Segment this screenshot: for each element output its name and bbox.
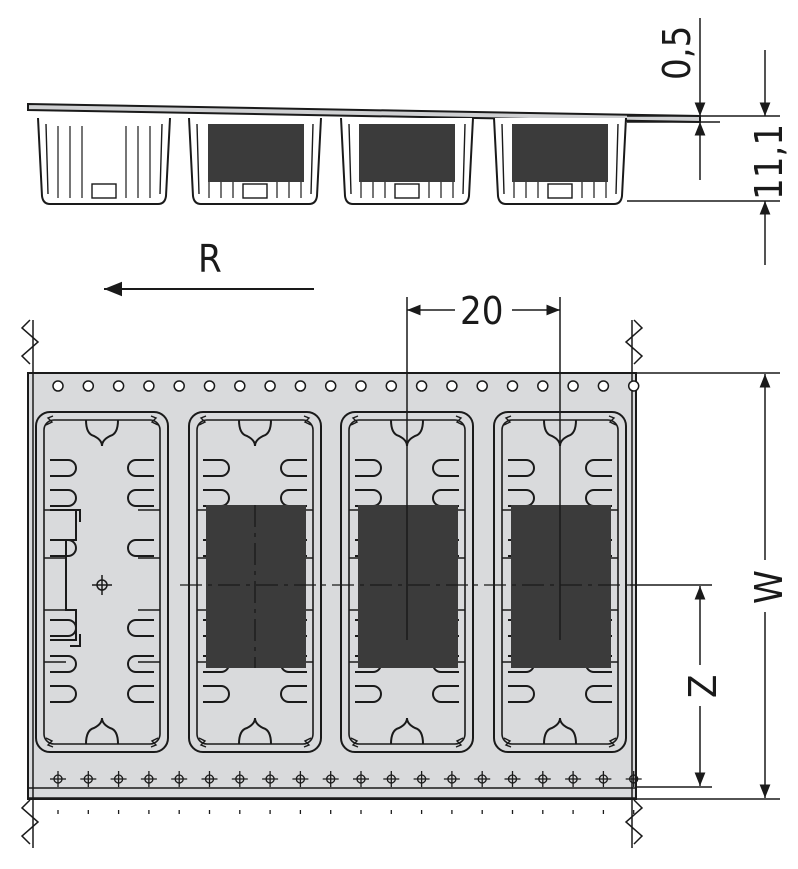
sprocket-hole [143, 380, 155, 392]
dim-tape-width: W [747, 570, 791, 604]
alignment-mark [262, 771, 279, 814]
alignment-mark [201, 771, 218, 814]
alignment-mark [565, 771, 582, 814]
sprocket-hole [385, 380, 398, 392]
component [511, 505, 611, 668]
sprocket-hole [506, 380, 519, 392]
sprocket-hole [203, 380, 216, 392]
direction-indicator: R [104, 237, 314, 297]
alignment-mark [534, 771, 551, 814]
side-components [208, 124, 608, 182]
alignment-mark [353, 771, 369, 814]
sprocket-hole [324, 380, 337, 392]
sprocket-hole [415, 380, 428, 392]
sprocket-hole [234, 380, 246, 392]
component [206, 505, 306, 668]
alignment-mark [595, 771, 612, 814]
side-view: 0,5 11,1 [27, 18, 791, 265]
alignment-mark [110, 771, 127, 814]
dim-cover-thickness: 0,5 [655, 26, 699, 80]
alignment-mark [413, 771, 430, 814]
alignment-mark [383, 771, 400, 814]
components [206, 505, 611, 668]
alignment-mark [50, 771, 66, 814]
alignment-mark [171, 771, 188, 814]
sprocket-hole [476, 380, 488, 392]
sprocket-hole [82, 380, 95, 392]
alignment-mark [504, 771, 521, 814]
center-mark [92, 575, 112, 595]
dim-pitch: 20 [460, 289, 504, 333]
alignment-mark [140, 771, 157, 814]
sprocket-holes [52, 380, 640, 392]
sprocket-hole [173, 380, 185, 392]
sprocket-hole [294, 380, 307, 392]
alignment-mark [474, 771, 491, 814]
alignment-mark [322, 771, 339, 814]
sprocket-hole [597, 380, 610, 392]
sprocket-hole [112, 380, 125, 392]
alignment-mark [231, 771, 248, 814]
alignment-mark [80, 771, 97, 814]
alignment-mark [443, 771, 460, 814]
bottom-marks [50, 771, 642, 814]
sprocket-hole [627, 380, 640, 392]
alignment-mark [625, 771, 642, 814]
sprocket-hole [264, 380, 276, 392]
component [358, 505, 458, 668]
direction-label: R [198, 237, 222, 281]
top-view: 20 W Z [20, 289, 791, 848]
sprocket-hole [446, 380, 458, 392]
sprocket-hole [537, 380, 549, 392]
sprocket-hole [567, 380, 579, 392]
sprocket-hole [355, 380, 367, 392]
sprocket-hole [52, 380, 64, 392]
dim-offset: Z [681, 675, 725, 698]
empty-pocket-detail [50, 509, 81, 647]
dim-pocket-depth: 11,1 [747, 124, 791, 200]
alignment-mark [292, 771, 309, 814]
